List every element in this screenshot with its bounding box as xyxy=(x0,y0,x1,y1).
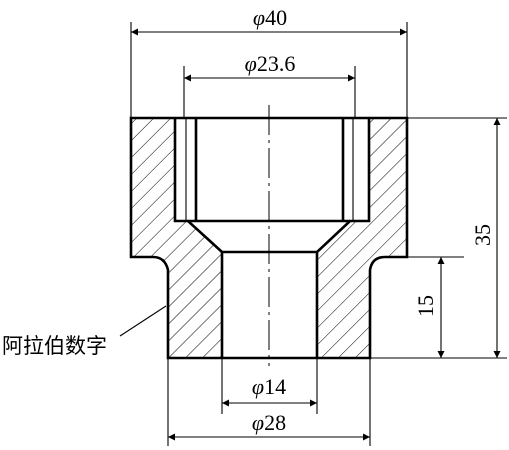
section-hatching xyxy=(131,118,407,358)
bore-diameter-label: φ14 xyxy=(252,374,286,399)
annotation-text: 阿拉伯数字 xyxy=(2,334,107,358)
counterbore-diameter-label: φ23.6 xyxy=(245,51,296,76)
left-wall-hatch xyxy=(131,118,222,358)
base-height-label: 15 xyxy=(413,295,438,317)
total-height-label: 35 xyxy=(470,224,495,246)
dimension-lines xyxy=(131,28,501,441)
outer-diameter-label: φ40 xyxy=(253,5,287,30)
extension-lines xyxy=(130,22,507,446)
right-wall-hatch xyxy=(317,118,407,358)
base-diameter-label: φ28 xyxy=(252,410,286,435)
annotation-leader xyxy=(119,305,167,337)
